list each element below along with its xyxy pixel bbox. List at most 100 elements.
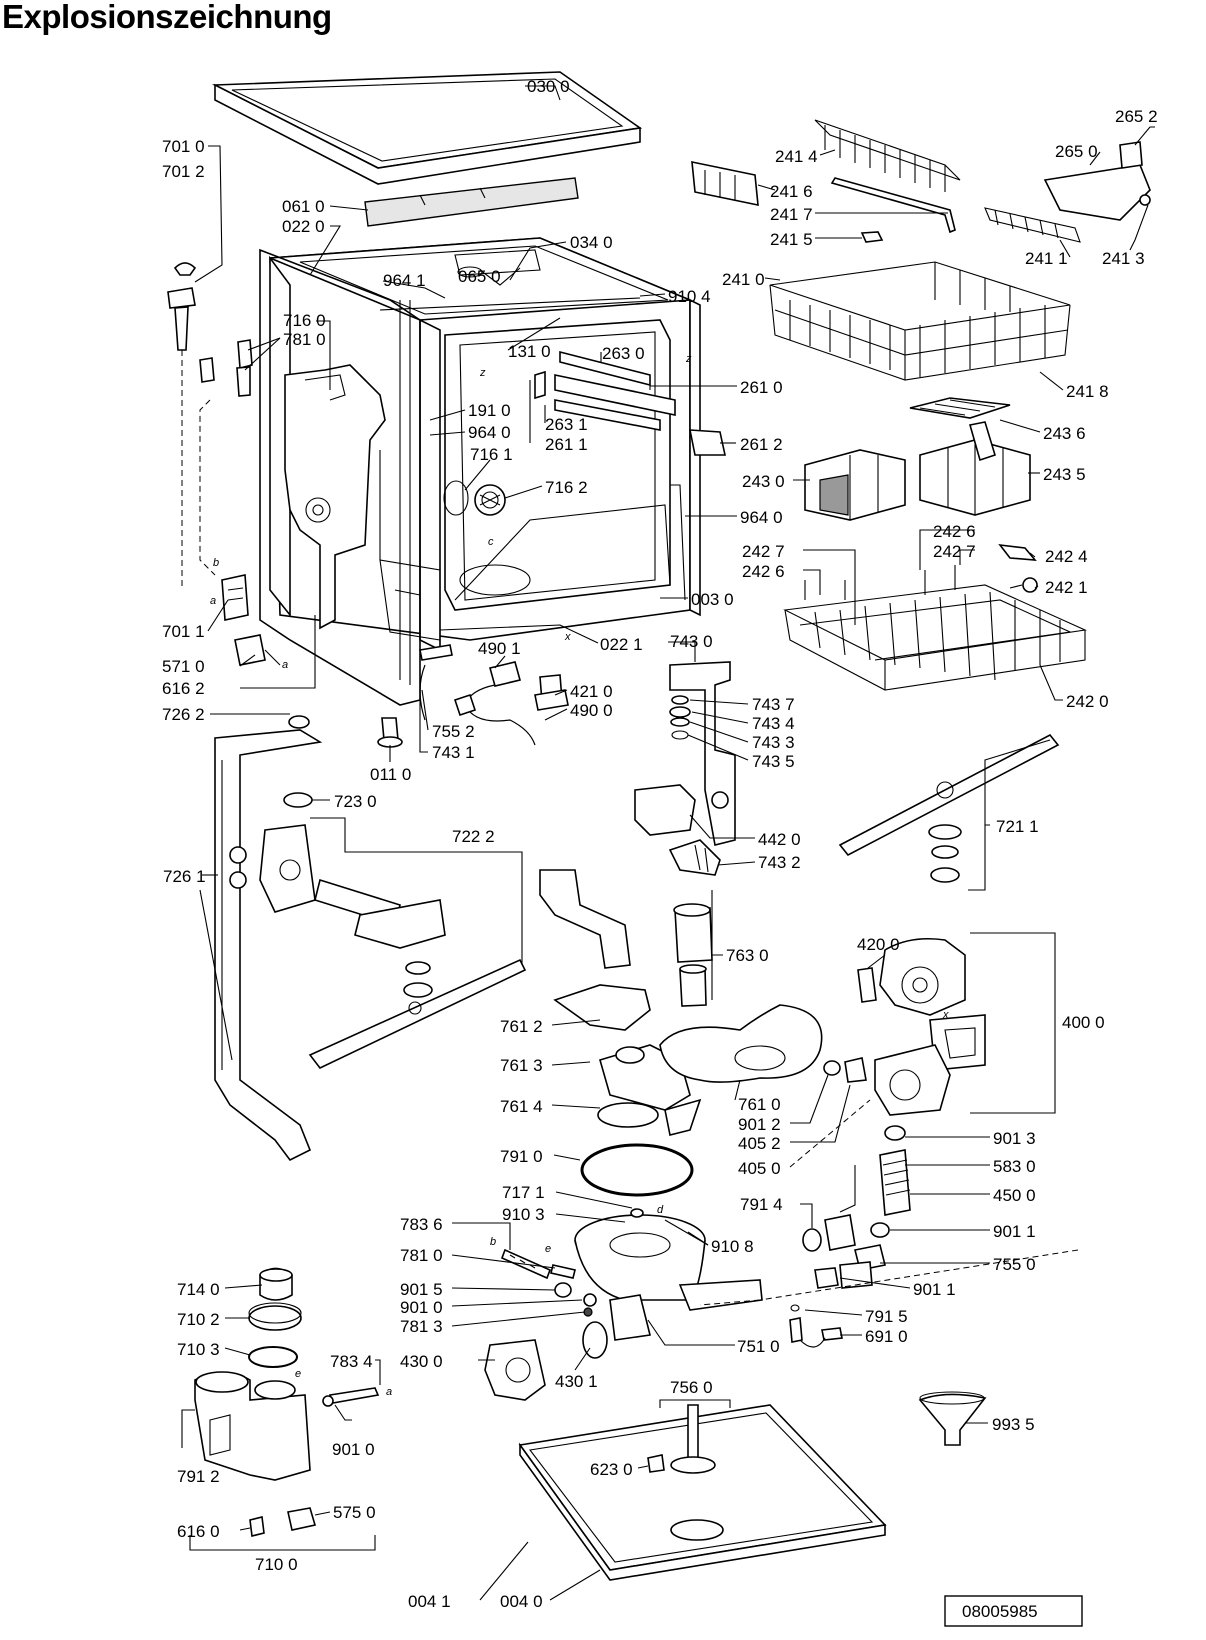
label-022-0: 022 0: [282, 217, 325, 236]
label-490-1: 490 1: [478, 639, 521, 658]
label-400-0: 400 0: [1062, 1013, 1105, 1032]
label-243-5: 243 5: [1043, 465, 1086, 484]
label-261-0: 261 0: [740, 378, 783, 397]
label-743-5: 743 5: [752, 752, 795, 771]
label-131-0: 131 0: [508, 342, 551, 361]
label-721-1: 721 1: [996, 817, 1039, 836]
label-242-4: 242 4: [1045, 547, 1088, 566]
letter-a-softener: a: [386, 1386, 392, 1398]
label-743-3: 743 3: [752, 733, 795, 752]
rail-241-7: [830, 177, 956, 234]
label-761-4: 761 4: [500, 1097, 543, 1116]
label-701-2: 701 2: [162, 162, 205, 181]
label-964-0a: 964 0: [468, 423, 511, 442]
label-430-0: 430 0: [400, 1352, 443, 1371]
label-241-3: 241 3: [1102, 249, 1145, 268]
label-421-0: 421 0: [570, 682, 613, 701]
label-701-1: 701 1: [162, 622, 205, 641]
label-901-0b: 901 0: [332, 1440, 375, 1459]
part-241-5: [860, 231, 884, 243]
pipe-761: [539, 869, 631, 969]
label-241-0: 241 0: [722, 270, 765, 289]
filter-763-0: [673, 903, 713, 1007]
leader-lines: [181, 85, 1155, 1601]
label-011-0: 011 0: [370, 765, 411, 784]
rack-parts-242: [998, 543, 1038, 593]
label-781-0b: 781 0: [400, 1246, 443, 1265]
label-781-0a: 781 0: [283, 330, 326, 349]
label-743-7: 743 7: [752, 695, 795, 714]
label-263-1: 263 1: [545, 415, 588, 434]
label-710-3: 710 3: [177, 1340, 220, 1359]
document-number-box: 08005985: [944, 1595, 1083, 1627]
letter-e-sump: e: [545, 1243, 551, 1255]
softener-710: [194, 1267, 380, 1537]
screw-011-0: [377, 717, 403, 748]
letter-d: d: [657, 1204, 664, 1216]
label-755-2: 755 2: [432, 722, 475, 741]
label-003-0: 003 0: [691, 590, 734, 609]
letter-b-sump: b: [490, 1236, 496, 1248]
gasket-791-0: [580, 1143, 694, 1197]
label-716-0: 716 0: [283, 311, 326, 330]
reference-letters: z z c b a a x x b e d e a: [210, 353, 949, 1398]
label-717-1: 717 1: [502, 1183, 545, 1202]
label-791-5: 791 5: [865, 1307, 908, 1326]
label-261-2: 261 2: [740, 435, 783, 454]
lower-basket-242-0: [783, 565, 1087, 691]
label-901-2: 901 2: [738, 1115, 781, 1134]
label-241-8: 241 8: [1066, 382, 1109, 401]
seal-964-0: [670, 484, 686, 601]
rack-insert-241-4: [814, 119, 961, 192]
label-901-3: 901 3: [993, 1129, 1036, 1148]
letter-z-left: z: [479, 367, 486, 379]
label-241-1: 241 1: [1025, 249, 1068, 268]
label-910-3: 910 3: [502, 1205, 545, 1224]
label-783-6: 783 6: [400, 1215, 443, 1234]
label-716-2: 716 2: [545, 478, 588, 497]
label-616-0: 616 0: [177, 1522, 220, 1541]
label-241-7: 241 7: [770, 205, 813, 224]
label-241-4: 241 4: [775, 147, 818, 166]
label-701-0: 701 0: [162, 137, 205, 156]
label-030-0: 030 0: [527, 77, 570, 96]
label-623-0: 623 0: [590, 1460, 633, 1479]
drain-pump-430: [484, 1321, 608, 1401]
label-901-0a: 901 0: [400, 1298, 443, 1317]
label-743-2: 743 2: [758, 853, 801, 872]
label-743-0: 743 0: [670, 632, 713, 651]
spray-tube-726: [214, 715, 323, 1162]
label-575-0: 575 0: [333, 1503, 376, 1522]
letter-e-softener: e: [295, 1368, 301, 1380]
label-242-7b: 242 7: [742, 542, 785, 561]
label-442-0: 442 0: [758, 830, 801, 849]
page-title: Explosionszeichnung: [2, 0, 332, 35]
inlet-743: [669, 661, 736, 846]
label-022-1: 022 1: [600, 635, 643, 654]
label-450-0: 450 0: [993, 1186, 1036, 1205]
label-901-1a: 901 1: [913, 1280, 956, 1299]
hinge-701: [167, 262, 253, 621]
spray-assembly-722: [259, 792, 527, 1070]
label-723-0: 723 0: [334, 792, 377, 811]
clips-241-6: [691, 160, 759, 207]
label-430-1: 430 1: [555, 1372, 598, 1391]
label-743-1: 743 1: [432, 743, 475, 762]
label-901-1b: 901 1: [993, 1222, 1036, 1241]
label-571-0: 571 0: [162, 657, 205, 676]
label-910-4: 910 4: [668, 287, 711, 306]
label-710-2: 710 2: [177, 1310, 220, 1329]
float-756-0: [647, 1404, 716, 1474]
sump-751-0: [574, 1208, 763, 1341]
label-901-5: 901 5: [400, 1280, 443, 1299]
parts-442-743-2: [634, 784, 721, 876]
label-751-0: 751 0: [737, 1337, 780, 1356]
letter-z-right: z: [685, 353, 692, 365]
upper-basket-241-0: [769, 261, 1071, 381]
label-710-0: 710 0: [255, 1555, 298, 1574]
label-261-1: 261 1: [545, 435, 588, 454]
label-034-0: 034 0: [570, 233, 613, 252]
label-791-2: 791 2: [177, 1467, 220, 1486]
label-781-3: 781 3: [400, 1317, 443, 1336]
